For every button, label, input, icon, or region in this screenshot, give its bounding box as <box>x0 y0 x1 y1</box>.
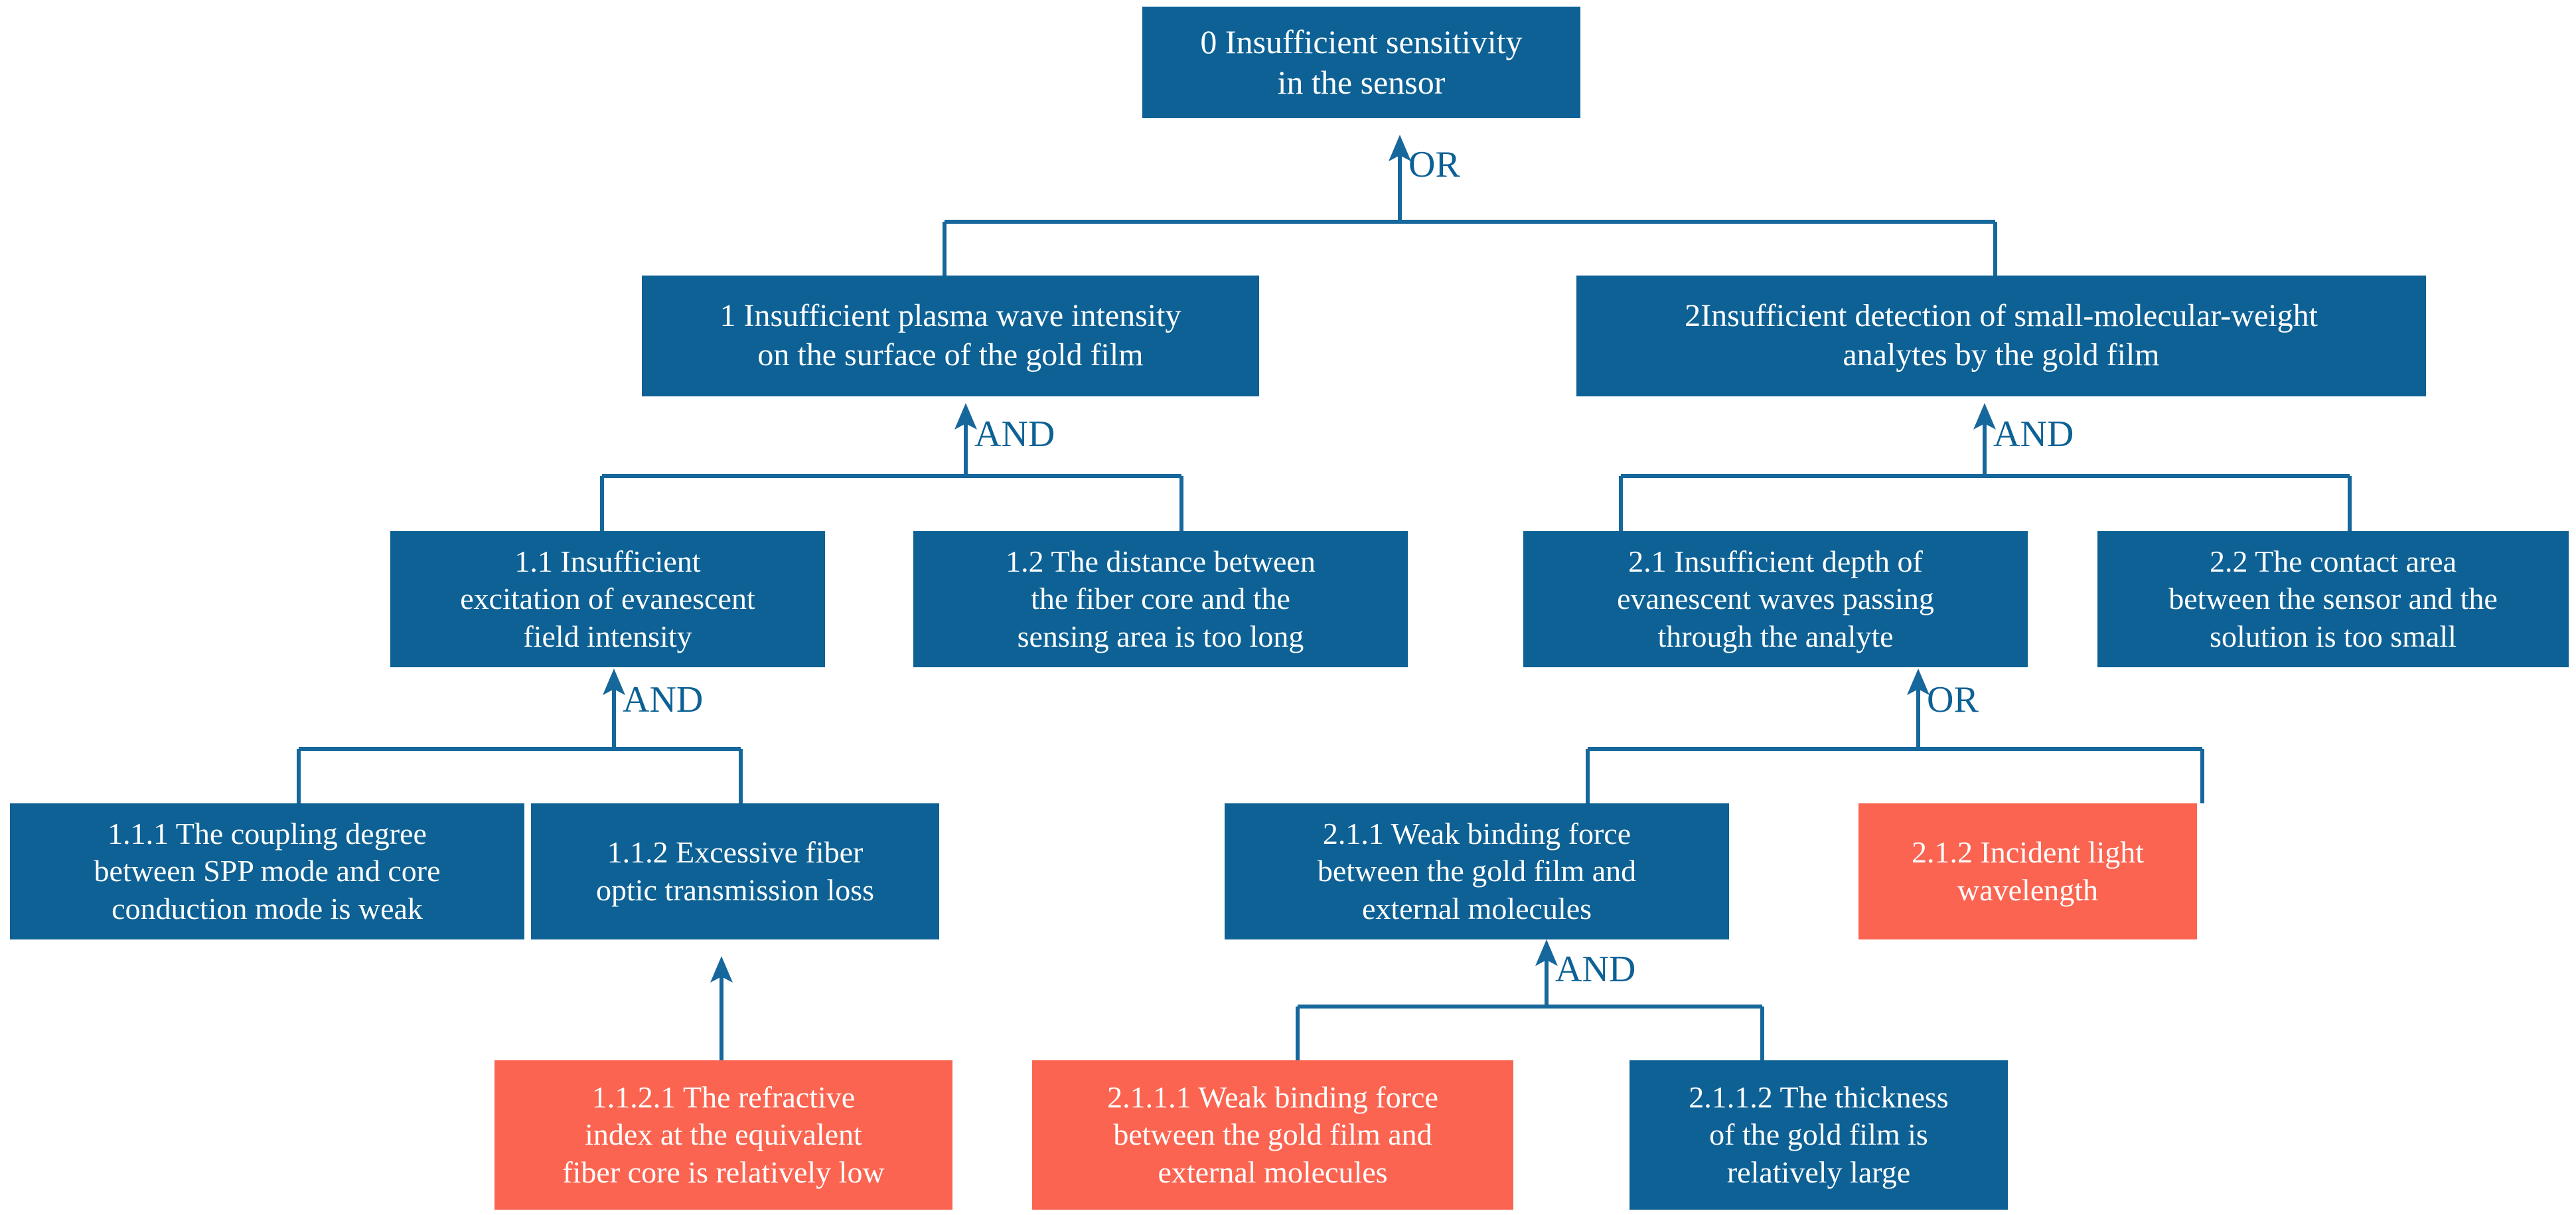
node-1-1-2-excessive-fiber-optic-transmission-loss[interactable]: 1.1.2 Excessive fiber optic transmission… <box>531 803 939 939</box>
node-1-1-insufficient-excitation-evanescent-field[interactable]: 1.1 Insufficient excitation of evanescen… <box>390 531 825 667</box>
node-2-1-1-1-weak-binding-force-gold-film[interactable]: 2.1.1.1 Weak binding force between the g… <box>1032 1060 1513 1210</box>
gate-label-and-node2: AND <box>1993 414 2074 455</box>
node-2-2-contact-area-sensor-solution[interactable]: 2.2 The contact area between the sensor … <box>2097 531 2569 667</box>
node-0-insufficient-sensitivity[interactable]: 0 Insufficient sensitivity in the sensor <box>1142 7 1580 118</box>
gate-label-and-node211: AND <box>1555 949 1636 990</box>
node-1-1-2-1-refractive-index-equivalent-fiber-core[interactable]: 1.1.2.1 The refractive index at the equi… <box>494 1060 952 1210</box>
node-1-insufficient-plasma-wave-intensity[interactable]: 1 Insufficient plasma wave intensity on … <box>642 276 1259 396</box>
gate-label-or-node21: OR <box>1927 679 1979 720</box>
node-2-1-1-2-thickness-gold-film[interactable]: 2.1.1.2 The thickness of the gold film i… <box>1629 1060 2008 1210</box>
node-1-1-1-coupling-degree-spp-mode[interactable]: 1.1.1 The coupling degree between SPP mo… <box>10 803 524 939</box>
node-1-2-distance-fiber-core-sensing-area[interactable]: 1.2 The distance between the fiber core … <box>913 531 1408 667</box>
node-2-1-insufficient-depth-evanescent-waves[interactable]: 2.1 Insufficient depth of evanescent wav… <box>1523 531 2028 667</box>
gate-label-and-node11: AND <box>623 679 704 720</box>
node-2-1-2-incident-light-wavelength[interactable]: 2.1.2 Incident light wavelength <box>1858 803 2197 939</box>
node-2-1-1-weak-binding-force-gold-film[interactable]: 2.1.1 Weak binding force between the gol… <box>1225 803 1729 939</box>
gate-label-or-root: OR <box>1408 144 1460 185</box>
node-2-insufficient-detection-small-molecular-weight[interactable]: 2Insufficient detection of small-molecul… <box>1576 276 2426 396</box>
gate-label-and-node1: AND <box>974 414 1055 455</box>
